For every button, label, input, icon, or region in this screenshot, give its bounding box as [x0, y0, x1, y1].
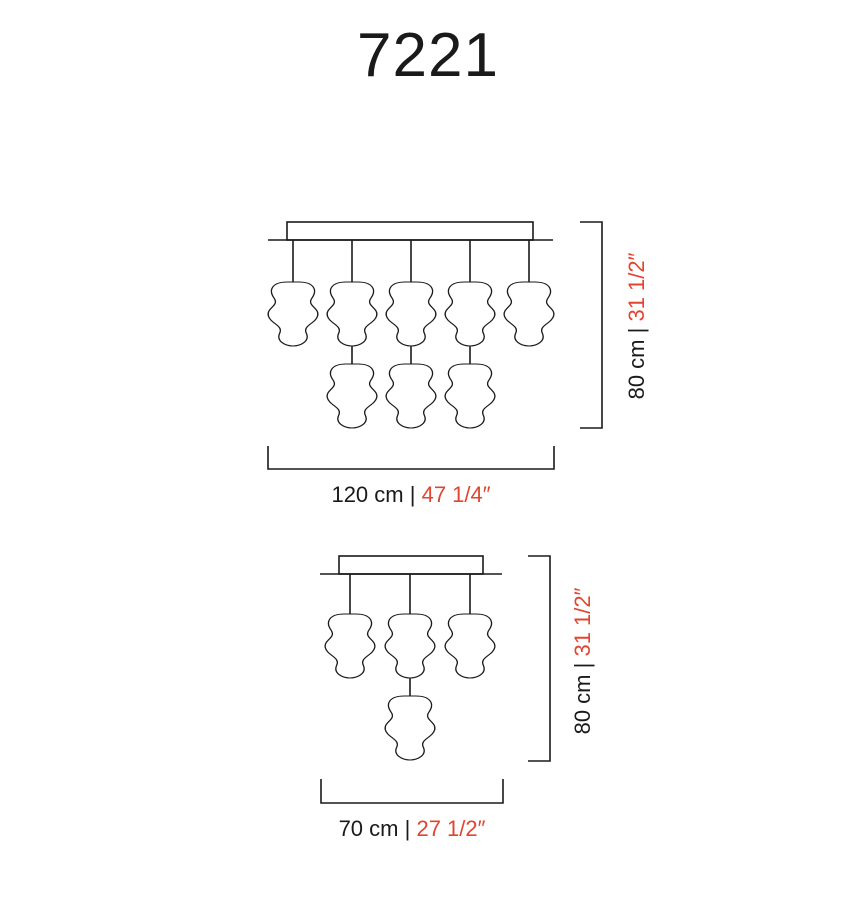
- small-width-bracket: [320, 779, 504, 804]
- large-glass-shade: [444, 363, 496, 429]
- large-fixture: 120 cm | 47 1/4″ 80 cm | 31 1/2″: [267, 221, 649, 507]
- large-ceiling-canopy: [286, 221, 534, 241]
- small-fixture: 70 cm | 27 1/2″ 80 cm | 31 1/2″: [320, 555, 595, 841]
- small-height-label: 80 cm | 31 1/2″: [570, 587, 595, 734]
- large-glass-shade: [444, 281, 496, 347]
- small-ceiling-canopy: [338, 555, 484, 575]
- large-glass-shade: [267, 281, 319, 347]
- large-width-label: 120 cm | 47 1/4″: [331, 482, 490, 507]
- large-glass-shade: [326, 363, 378, 429]
- large-glass-shade: [326, 281, 378, 347]
- small-glass-shade: [384, 613, 436, 679]
- model-number-title: 7221: [357, 21, 499, 90]
- small-height-bracket: [528, 555, 551, 762]
- large-glass-shade: [385, 281, 437, 347]
- large-glass-shade: [503, 281, 555, 347]
- small-glass-shade: [384, 695, 436, 761]
- large-width-bracket: [267, 446, 555, 470]
- large-height-bracket: [580, 221, 603, 429]
- large-height-label: 80 cm | 31 1/2″: [624, 252, 649, 399]
- large-glass-shade: [385, 363, 437, 429]
- small-glass-shade: [444, 613, 496, 679]
- small-width-label: 70 cm | 27 1/2″: [339, 816, 486, 841]
- small-glass-shade: [324, 613, 376, 679]
